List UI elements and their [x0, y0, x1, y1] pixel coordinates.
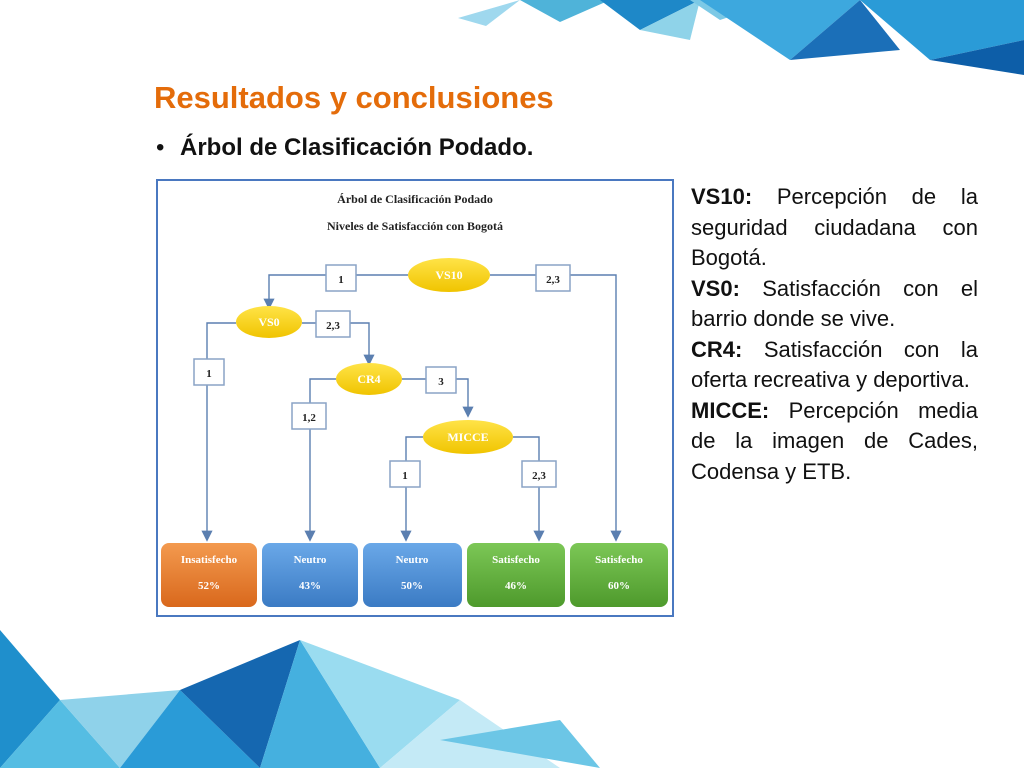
node-micce — [423, 420, 513, 454]
leaf-nodes: Insatisfecho 52% Neutro 43% Neutro 50% S… — [161, 543, 668, 607]
node-micce-label: MICCE — [447, 430, 488, 444]
variable-legend: VS10: Percepción de la seguridad ciudada… — [691, 182, 978, 487]
legend-term: MICCE: — [691, 397, 770, 423]
edge-label-vs0-right: 2,3 — [326, 320, 340, 332]
classification-tree-diagram: Árbol de Clasificación Podado Niveles de… — [156, 179, 674, 617]
bullet-point: • Árbol de Clasificación Podado. — [156, 134, 533, 162]
leaf-2-value: 43% — [299, 580, 321, 592]
leaf-satisfecho-46 — [467, 543, 565, 607]
leaf-3-value: 50% — [401, 580, 423, 592]
edge-micce-satisfecho — [513, 436, 545, 542]
edge-vs0-insatisfecho — [201, 322, 236, 542]
leaf-3-label: Neutro — [396, 554, 429, 566]
leaf-satisfecho-60 — [570, 543, 668, 607]
decision-nodes: VS10 VS0 CR4 MICCE — [236, 258, 513, 454]
node-vs10-label: VS10 — [435, 268, 462, 282]
leaf-neutro-50 — [363, 543, 462, 607]
leaf-1-label: Insatisfecho — [181, 554, 238, 566]
legend-term: VS10: — [691, 184, 753, 209]
leaf-4-label: Satisfecho — [492, 554, 540, 566]
edge-label-cr4-right: 3 — [438, 376, 444, 388]
legend-item-vs0: VS0: Satisfacción con el barrio donde se… — [691, 274, 978, 335]
node-vs10 — [408, 258, 490, 292]
legend-desc: Satisfacción con el barrio donde se vive… — [691, 275, 978, 332]
node-vs0 — [236, 306, 302, 338]
leaf-4-value: 46% — [505, 580, 527, 592]
leaf-2-label: Neutro — [294, 554, 327, 566]
node-cr4 — [336, 363, 402, 395]
leaf-1-value: 52% — [198, 580, 220, 592]
diagram-subtitle: Niveles de Satisfacción con Bogotá — [327, 219, 503, 233]
edge-vs10-vs0 — [263, 274, 408, 310]
edge-label-vs10-right: 2,3 — [546, 274, 560, 286]
legend-desc: Satisfacción con la oferta recreativa y … — [691, 336, 978, 393]
edge-label-vs0-left: 1 — [206, 368, 212, 380]
connectors — [201, 274, 622, 542]
edge-micce-neutro — [400, 436, 423, 542]
leaf-5-label: Satisfecho — [595, 554, 643, 566]
legend-term: CR4: — [691, 336, 743, 362]
edge-cr4-neutro — [304, 378, 336, 542]
edge-cr4-micce — [402, 378, 474, 418]
legend-item-micce: MICCE: Percepción media de la imagen de … — [691, 396, 978, 488]
legend-desc: Percepción media de la imagen de Cades, … — [691, 397, 978, 484]
bullet-dot: • — [156, 134, 165, 161]
leaf-5-value: 60% — [608, 580, 630, 592]
edge-label-cr4-left: 1,2 — [302, 412, 316, 424]
diagram-title: Árbol de Clasificación Podado — [337, 192, 493, 206]
legend-item-vs10: VS10: Percepción de la seguridad ciudada… — [691, 182, 978, 274]
edge-label-boxes: 1 2,3 2,3 1 3 1,2 1 2,3 — [193, 264, 571, 488]
leaf-neutro-43 — [262, 543, 358, 607]
slide-title: Resultados y conclusiones — [154, 80, 554, 115]
node-cr4-label: CR4 — [357, 372, 380, 386]
leaf-insatisfecho-52 — [161, 543, 257, 607]
legend-desc: Percepción de la seguridad ciudadana con… — [691, 184, 978, 270]
legend-term: VS0: — [691, 275, 740, 301]
bullet-text: Árbol de Clasificación Podado. — [180, 134, 534, 161]
edge-vs10-satisfecho — [490, 274, 622, 542]
edge-label-micce-left: 1 — [402, 470, 408, 482]
top-right-shapes — [458, 0, 1024, 75]
bottom-left-shapes — [0, 630, 600, 768]
legend-item-cr4: CR4: Satisfacción con la oferta recreati… — [691, 335, 978, 396]
edge-label-vs10-left: 1 — [338, 274, 344, 286]
edge-label-micce-right: 2,3 — [532, 470, 546, 482]
node-vs0-label: VS0 — [258, 315, 279, 329]
